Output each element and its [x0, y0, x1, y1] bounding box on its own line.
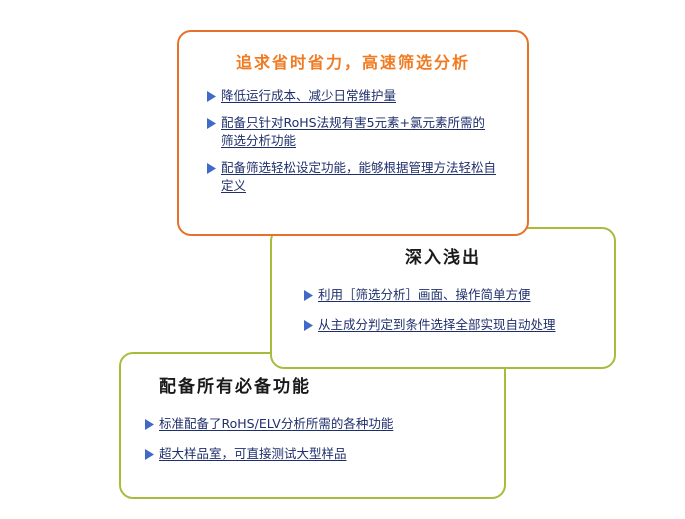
list-item-label[interactable]: 标准配备了RoHS/ELV分析所需的各种功能: [159, 416, 394, 431]
list-item: 标准配备了RoHS/ELV分析所需的各种功能: [145, 415, 478, 433]
triangle-right-icon: [207, 118, 221, 129]
triangle-right-icon: [145, 449, 159, 460]
triangle-right-icon: [207, 163, 221, 174]
panel-all-functions: 配备所有必备功能 标准配备了RoHS/ELV分析所需的各种功能 超大样品室，可直…: [119, 352, 506, 499]
panel-all-functions-bullet-list: 标准配备了RoHS/ELV分析所需的各种功能 超大样品室，可直接测试大型样品: [121, 397, 504, 463]
list-item: 配备筛选轻松设定功能，能够根据管理方法轻松自定义: [207, 159, 501, 195]
list-item-label[interactable]: 配备只针对RoHS法规有害5元素+氯元素所需的 筛选分析功能: [221, 115, 486, 148]
list-item-label[interactable]: 利用［筛选分析］画面、操作简单方便: [318, 287, 531, 302]
list-item-label[interactable]: 从主成分判定到条件选择全部实现自动处理: [318, 317, 556, 332]
panel-speed-analysis: 追求省时省力，高速筛选分析 降低运行成本、减少日常维护量 配备只针对RoHS法规…: [177, 30, 529, 236]
panel-speed-analysis-title: 追求省时省力，高速筛选分析: [235, 53, 470, 72]
panel-easy-to-understand-bullet-list: 利用［筛选分析］画面、操作简单方便 从主成分判定到条件选择全部实现自动处理: [272, 268, 614, 334]
list-item-label[interactable]: 配备筛选轻松设定功能，能够根据管理方法轻松自定义: [221, 160, 497, 193]
list-item: 配备只针对RoHS法规有害5元素+氯元素所需的 筛选分析功能: [207, 114, 501, 150]
triangle-right-icon: [145, 419, 159, 430]
triangle-right-icon: [207, 91, 221, 102]
list-item: 降低运行成本、减少日常维护量: [207, 87, 501, 105]
list-item-label[interactable]: 超大样品室，可直接测试大型样品: [159, 446, 347, 461]
list-item: 超大样品室，可直接测试大型样品: [145, 445, 478, 463]
list-item: 从主成分判定到条件选择全部实现自动处理: [304, 316, 588, 334]
triangle-right-icon: [304, 290, 318, 301]
panel-all-functions-title: 配备所有必备功能: [159, 377, 311, 397]
list-item-label[interactable]: 降低运行成本、减少日常维护量: [221, 88, 397, 103]
triangle-right-icon: [304, 320, 318, 331]
list-item: 利用［筛选分析］画面、操作简单方便: [304, 286, 588, 304]
panel-easy-to-understand: 深入浅出 利用［筛选分析］画面、操作简单方便 从主成分判定到条件选择全部实现自动…: [270, 227, 616, 369]
panel-easy-to-understand-title: 深入浅出: [405, 248, 481, 268]
panel-speed-analysis-bullet-list: 降低运行成本、减少日常维护量 配备只针对RoHS法规有害5元素+氯元素所需的 筛…: [179, 73, 527, 195]
